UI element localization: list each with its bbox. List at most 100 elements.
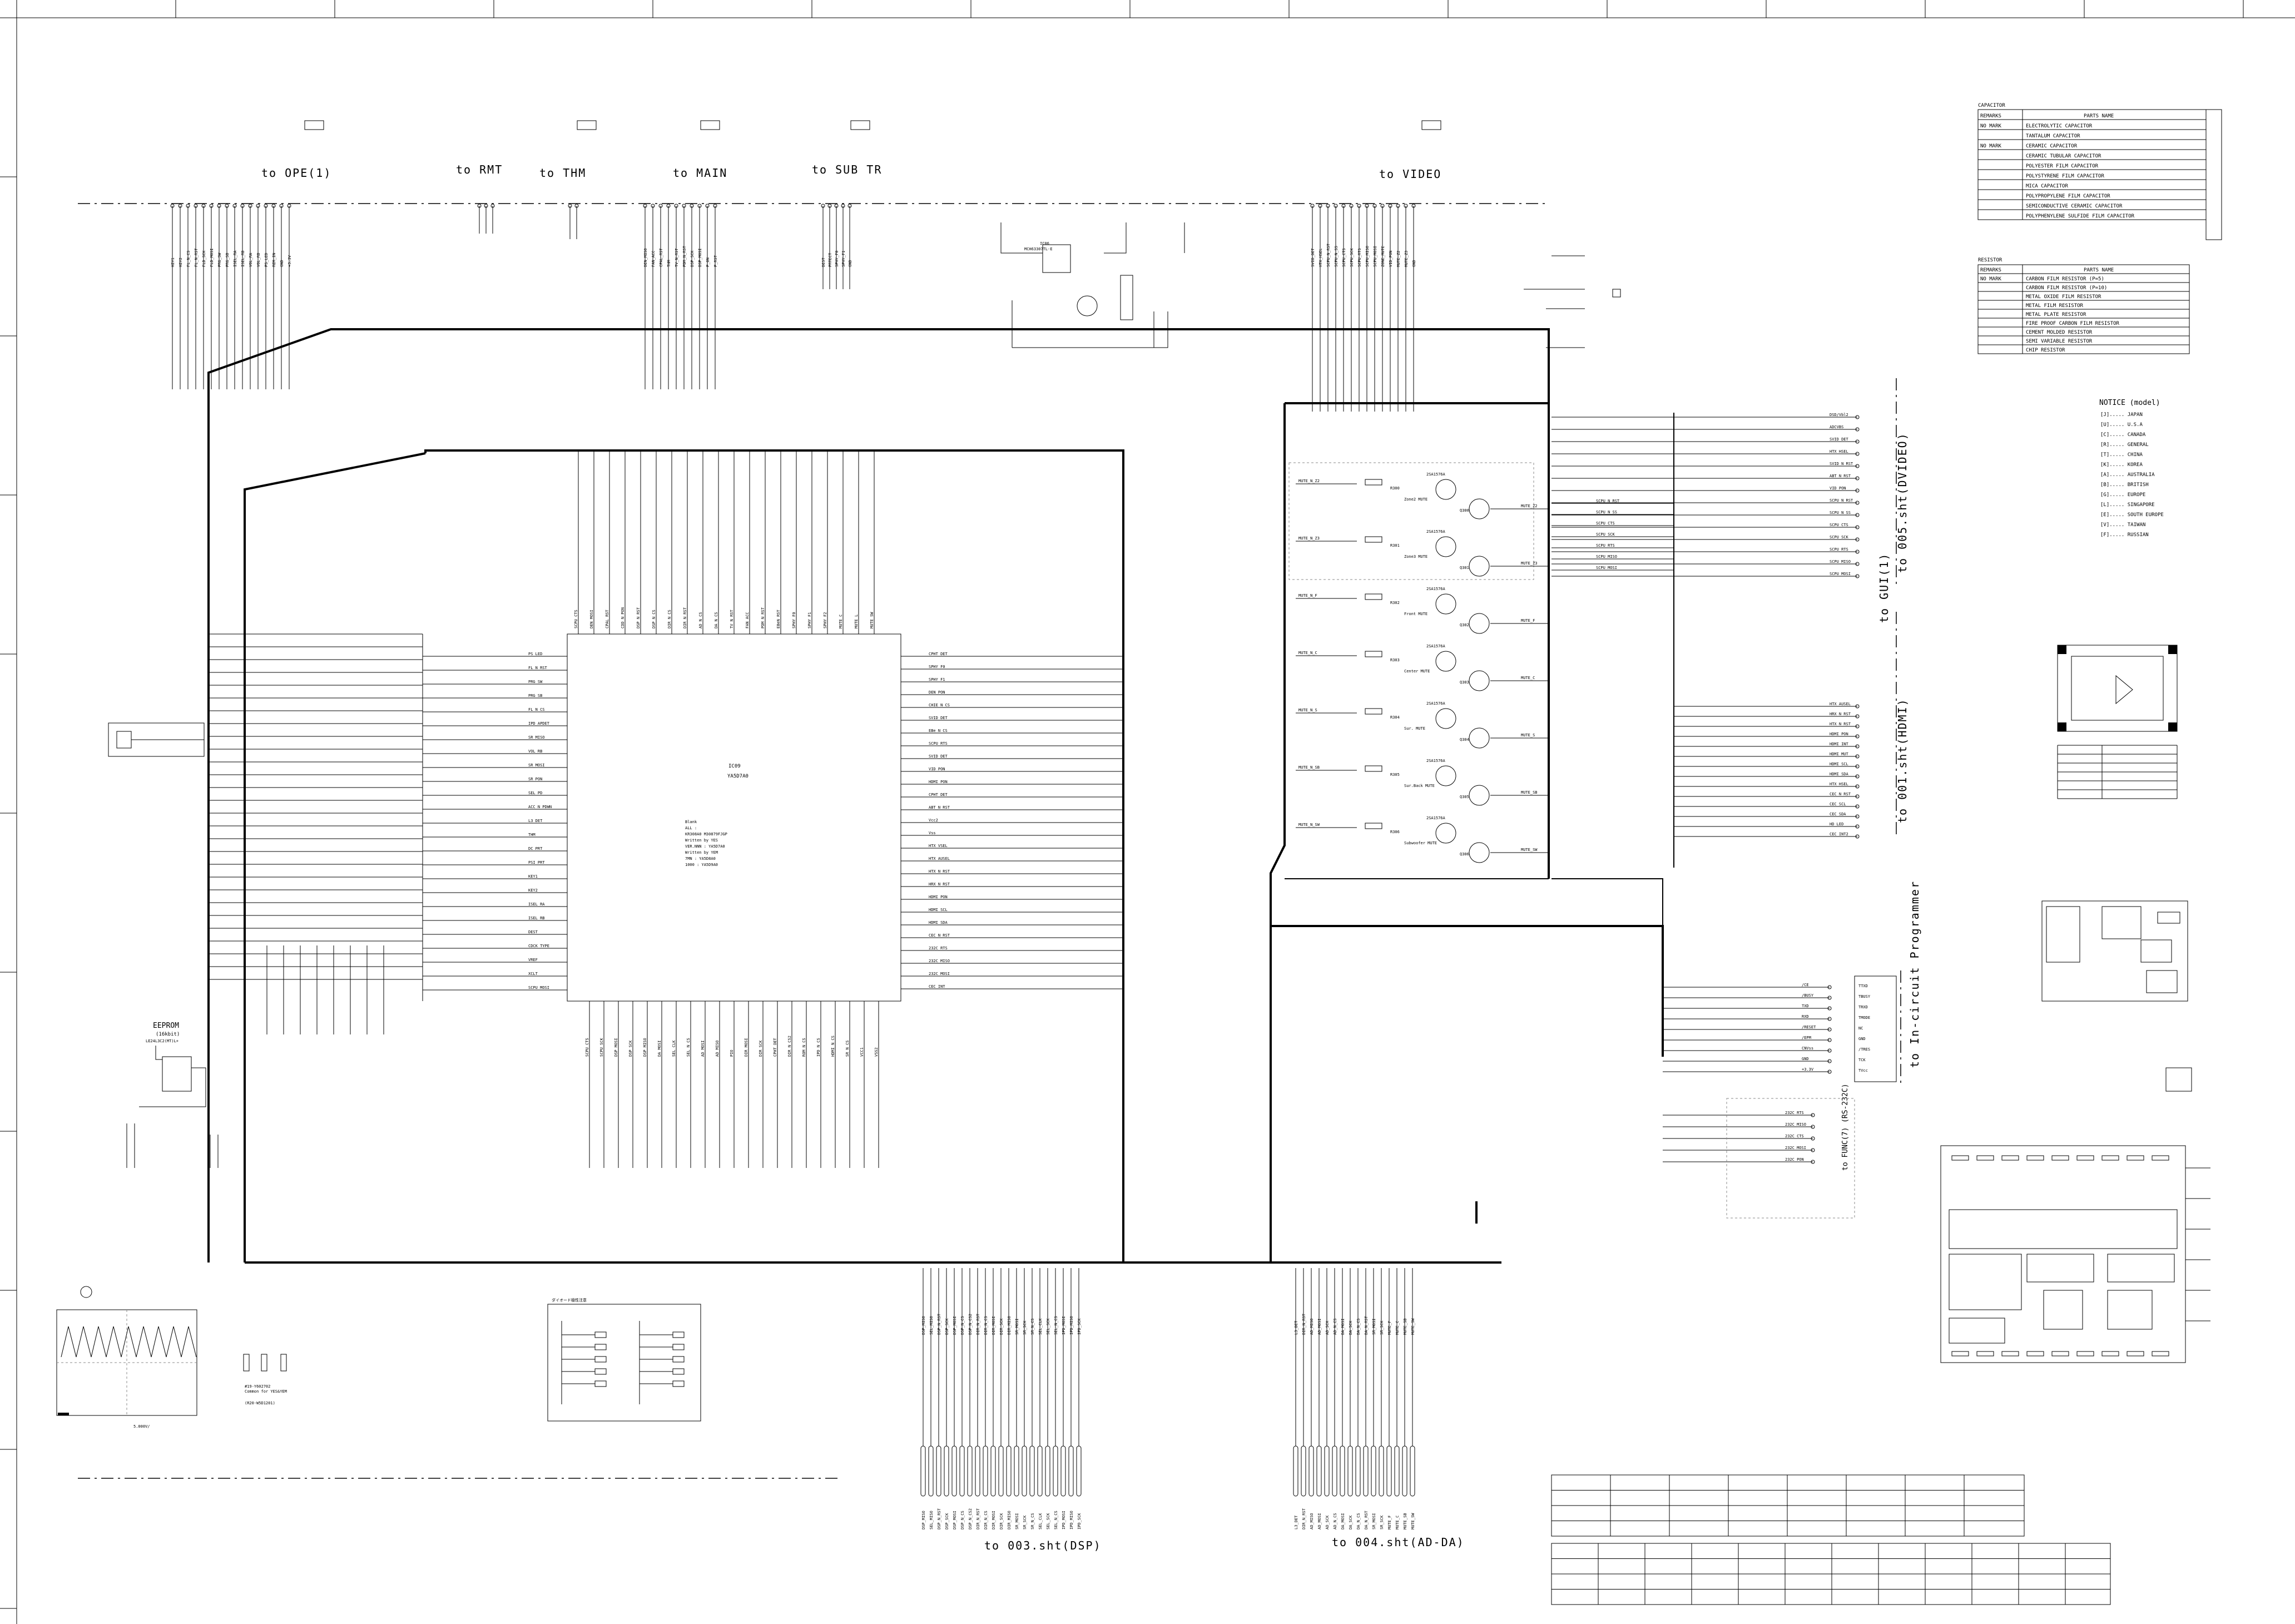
decoupling-panel: ダイオード極性注意 xyxy=(547,1298,701,1422)
notice-title: NOTICE (model) xyxy=(2099,399,2160,407)
pin-terminal xyxy=(936,1445,941,1497)
board-pad xyxy=(2076,1351,2094,1356)
pin-label: HDMI_SCL xyxy=(1830,762,1848,766)
pin-terminal xyxy=(1855,744,1860,749)
pin-terminal xyxy=(170,204,175,208)
legend-part: CARBON FILM RESISTOR (P=10) xyxy=(2026,285,2107,291)
ic-pin-label: FL_N_RST xyxy=(528,666,548,670)
ic09-left-pins: PS_LEDFL_N_RSTPRG_SWPRG_SBFL_N_CSIPD_APD… xyxy=(423,652,567,991)
pin-label: PDM_N_RST xyxy=(682,245,687,267)
right-boundaries xyxy=(1726,378,1901,1219)
pin-label: ISEL_RA xyxy=(233,250,237,267)
pin-label: P_RST xyxy=(713,255,718,267)
mute-resistor xyxy=(1365,536,1382,543)
pin-terminal xyxy=(998,1445,1004,1497)
mute-label: Zone3 MUTE xyxy=(1404,554,1427,559)
regulator-part: MCH63307TL-E xyxy=(1024,247,1053,251)
pin-label: HTX_HSEL xyxy=(1830,782,1848,786)
pin-terminal xyxy=(1316,1445,1322,1497)
ic-pin-label: 232C_RTS xyxy=(929,946,948,950)
pin-terminal xyxy=(682,204,686,208)
ic-pin-label: L3_DET xyxy=(528,819,543,823)
ic-pin-label: SVID_DET xyxy=(929,716,948,720)
pin-label: SVID_DET xyxy=(1311,247,1315,267)
pin-label: SEL_MISO xyxy=(929,1316,934,1335)
mute-resistor xyxy=(1365,593,1382,600)
pin-label: DA_MOSI xyxy=(1341,1318,1345,1335)
pin-label: IPD_MISO xyxy=(1069,1316,1074,1335)
pin-label: DSP_N_RST xyxy=(937,1313,941,1335)
ic-pin-label: SCPU_MOSI xyxy=(528,986,549,990)
pin-label: DA_N_RST xyxy=(1364,1510,1369,1529)
ic09-ref: IC09 xyxy=(728,764,741,769)
transistor-ref: Q301 xyxy=(1460,566,1469,570)
pin-terminal xyxy=(1855,549,1860,554)
pin-terminal xyxy=(967,1445,973,1497)
ic-pin-label: PRG_SW xyxy=(528,680,543,684)
pin-terminal xyxy=(271,204,276,208)
pin-label: GND xyxy=(280,260,284,267)
ic-pin-label: PS_LED xyxy=(528,652,542,656)
ic-pin-label: FAN_ACC xyxy=(745,612,750,628)
ic-pin-label: FL_N_CS xyxy=(528,707,545,712)
ic-pin-label: XCLT xyxy=(528,972,538,976)
pin-terminal xyxy=(568,204,572,208)
pin-label: HD_LED xyxy=(1830,822,1843,826)
pin-terminal xyxy=(1293,1445,1298,1497)
capacitor-title: CAPACITOR xyxy=(1978,103,2005,108)
pin-label: HTX_HSEL xyxy=(1830,449,1848,454)
ic-pin-label: PRG_SB xyxy=(528,694,542,698)
board-pad xyxy=(2152,1155,2169,1161)
pin-label: DSP_MISO xyxy=(921,1316,926,1335)
pin-label: GND xyxy=(1802,1057,1809,1061)
pin-label: DIR_N_RST xyxy=(976,1508,980,1529)
pin-label: AD_SCK xyxy=(1325,1515,1330,1529)
pin-label: DA_N_CS xyxy=(1356,1513,1361,1529)
pin-label: RXD xyxy=(1802,1014,1809,1019)
transistor-ref: Q300 xyxy=(1460,508,1469,513)
pin-label: MUTE_F xyxy=(1387,1516,1392,1529)
pin-terminal xyxy=(1365,204,1369,208)
mute-resistor xyxy=(1365,479,1382,486)
mute-name: MUTE_N_SB xyxy=(1298,765,1320,770)
connector-title-hdmi: to 001.sht(HDMI) xyxy=(1896,698,1909,823)
pin-terminal xyxy=(1301,1445,1306,1497)
pin-terminal xyxy=(232,204,237,208)
pin-terminal xyxy=(1811,1160,1815,1164)
legend-part: TANTALUM CAPACITOR xyxy=(2026,133,2080,139)
ic-note: KR308A0 M30879FJGP xyxy=(685,832,727,836)
mute-transistor xyxy=(1469,727,1490,749)
resistor-ref: R306 xyxy=(1390,830,1400,834)
pin-terminal xyxy=(920,1445,926,1497)
pin-terminal xyxy=(287,204,291,208)
pin-terminal xyxy=(1827,1059,1832,1063)
notice-item: [R]..... GENERAL xyxy=(2100,442,2149,448)
ic-note: Blank xyxy=(685,820,697,824)
pin-label: SCPU_SCK xyxy=(1350,247,1354,267)
ic-pin-label: PDM_N_RST xyxy=(761,607,765,628)
connector-title-adda: to 004.sht(AD-DA) xyxy=(1332,1536,1465,1549)
pin-terminal xyxy=(1827,1017,1832,1021)
pin-label: SPHY_F0 xyxy=(835,250,839,267)
pin-terminal xyxy=(1855,724,1860,729)
pin-terminal xyxy=(1394,1445,1400,1497)
notice-item: [E]..... SOUTH EUROPE xyxy=(2100,512,2164,518)
legend-remark: NO MARK xyxy=(1980,123,2002,129)
ic-pin-label: MUTE_L xyxy=(854,615,859,628)
pin-label: DSP_MISO xyxy=(921,1511,926,1529)
connector-title-rmt: to RMT xyxy=(456,163,503,176)
resistor-title: RESISTOR xyxy=(1978,258,2002,263)
ic-pin-label: SR_MISO xyxy=(528,735,545,740)
pin-label: MUTE_SB xyxy=(1403,1513,1407,1529)
pin-label: THM xyxy=(667,260,671,267)
pin-terminal xyxy=(264,204,268,208)
pin-terminal xyxy=(1827,1070,1832,1074)
ic-pin-label: CDD_N_PON xyxy=(621,607,625,628)
pin-terminal xyxy=(697,204,702,208)
pin-label: SR_MOSI xyxy=(1015,1513,1019,1529)
ic-pin-label: SVID_DET xyxy=(929,754,948,759)
decap-cap xyxy=(594,1380,607,1387)
pin-label: CEC_SDA xyxy=(1830,812,1846,816)
ic-pin-label: MUTE_C xyxy=(839,615,843,628)
pin-terminal xyxy=(256,204,260,208)
